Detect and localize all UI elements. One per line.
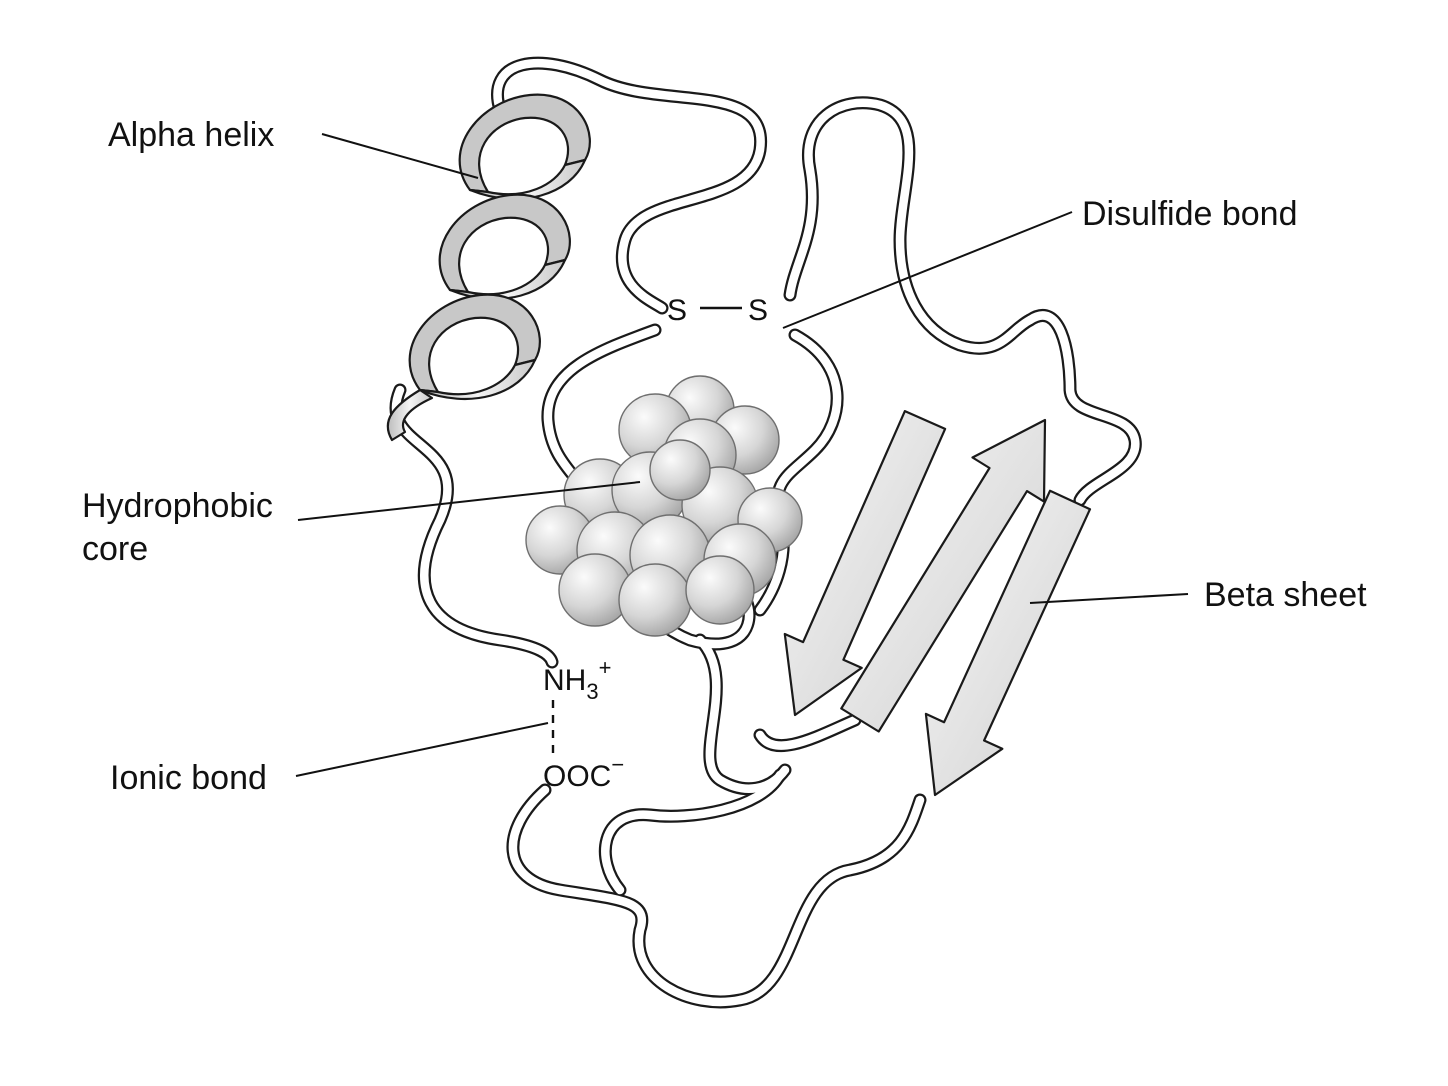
leader-beta-sheet	[1029, 593, 1189, 604]
beta-strand-3	[924, 489, 1092, 797]
core-sphere	[618, 563, 692, 637]
leader-disulfide	[782, 211, 1073, 329]
leader-lines	[295, 133, 1189, 777]
backbone-segment-fill	[755, 715, 860, 750]
helix-turn-front	[468, 158, 587, 201]
carboxylate-group: OOC−	[543, 752, 624, 793]
beta-sheet-arrows	[783, 410, 1092, 797]
core-sphere	[685, 555, 755, 625]
sulfur-left: S	[667, 294, 687, 327]
backbone-segment-fill	[391, 385, 557, 667]
sulfur-right: S	[748, 294, 768, 327]
backbone-segment-fill	[508, 785, 925, 1007]
helix-tail	[386, 388, 434, 442]
alpha-helix-ribbon	[386, 93, 591, 442]
label-beta-sheet: Beta sheet	[1204, 576, 1367, 614]
beta-strand-2	[840, 418, 1047, 733]
label-disulfide-bond: Disulfide bond	[1082, 195, 1297, 233]
backbone-segment-fill	[493, 58, 765, 313]
backbone-segment-fill	[755, 330, 842, 615]
helix-turn-front	[418, 358, 537, 401]
label-alpha-helix: Alpha helix	[108, 116, 274, 154]
leader-alpha-helix	[321, 133, 479, 179]
label-ionic-bond: Ionic bond	[110, 759, 267, 797]
helix-turn-front	[448, 258, 567, 301]
leader-hydrophobic-core	[297, 481, 641, 521]
labels: Alpha helix Disulfide bond Hydrophobic c…	[82, 116, 1367, 797]
backbone-segment-fill	[695, 635, 790, 793]
amine-group: NH3+	[543, 655, 611, 704]
backbone-segment-fill	[785, 98, 1035, 353]
label-hydrophobic-line2: core	[82, 530, 148, 568]
leader-ionic-bond	[295, 722, 549, 777]
ionic-group: NH3+ OOC−	[543, 655, 624, 793]
backbone-segment-fill	[1025, 311, 1140, 505]
disulfide-group: S S	[667, 294, 768, 327]
hydrophobic-core-cluster	[525, 375, 803, 637]
label-hydrophobic-line1: Hydrophobic	[82, 487, 273, 525]
core-sphere	[649, 439, 711, 501]
backbone-segment-fill	[601, 770, 785, 895]
beta-strand-1	[783, 410, 947, 717]
